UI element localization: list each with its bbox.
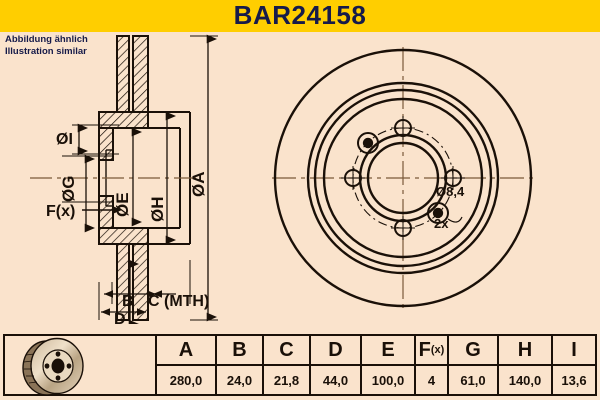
bolt-hole [441,166,465,190]
extractor-hole [357,132,379,154]
extractor-holes: Ø8,4 2x [357,132,465,231]
callout-label-hole-count: 2x [434,216,449,231]
callout-label-fx: F(x) [46,203,75,220]
dimension-label-b: B [122,293,134,310]
dimension-label-c: C (MTH) [148,293,209,310]
table-header-fx: F(x) [416,336,447,366]
technical-drawing: ØI ØG ØE ØH [0,32,600,324]
table-column-fx: F(x) 4 [414,336,447,394]
brake-disc-photo [22,337,84,395]
extractor-hole [427,202,449,224]
table-column-c: C 21,8 [262,336,309,394]
table-header-fx-suffix: (x) [430,344,445,356]
page-title: BAR24158 [233,0,367,30]
table-header-g: G [449,336,497,366]
face-view: Ø8,4 2x [272,47,534,310]
dimension-d: D [98,282,149,324]
table-header-i: I [553,336,595,366]
table-value-d: 44,0 [322,372,349,388]
table-header-fx-letter: F [418,338,431,361]
dimension-dia-a: ØA [189,34,218,322]
dimension-label-d: D [114,311,126,324]
dimension-dia-h: ØH [148,111,177,245]
table-value-g: 61,0 [460,372,486,388]
dimension-c: C (MTH) [148,260,209,310]
dimension-label-dia-a: ØA [189,172,208,198]
bolt-hole [341,166,365,190]
table-column-b: B 24,0 [215,336,262,394]
section-profile-upper [98,35,149,161]
disc-outer-edge [273,48,533,308]
disc-photo-cell [5,336,155,395]
callout-fx: F(x) [46,203,122,220]
table-header-c: C [264,336,309,366]
illustration-similar-note: Abbildung ähnlich Illustration similar [5,34,88,58]
wheel-bolt-holes [341,116,465,240]
dimension-label-dia-g: ØG [59,176,78,202]
table-column-i: I 13,6 [551,336,595,394]
table-column-d: D 44,0 [309,336,360,394]
table-column-a: A 280,0 [155,336,215,394]
table-column-e: E 100,0 [360,336,414,394]
table-value-fx: 4 [427,372,436,388]
table-value-b: 24,0 [226,372,253,388]
dimension-dia-g: ØG [59,154,112,233]
table-header-e: E [362,336,414,366]
table-value-i: 13,6 [561,372,587,388]
dimension-dia-i: ØI [56,123,119,156]
specification-table: A 280,0 B 24,0 C 21,8 D 44,0 E 100,0 F(x… [3,334,597,396]
table-value-e: 100,0 [371,372,405,388]
dimension-label-dia-e: ØE [113,192,132,217]
note-line-english: Illustration similar [5,46,87,57]
table-header-h: H [499,336,551,366]
hat-outer-edge [313,88,493,268]
callout-label-hole-diameter: Ø8,4 [436,184,465,199]
bolt-hole [391,216,415,240]
table-value-a: 280,0 [169,372,203,388]
table-value-c: 21,8 [273,372,300,388]
note-line-german: Abbildung ähnlich [5,34,88,45]
table-header-a: A [157,336,215,366]
dimension-b: B [104,259,156,324]
table-column-h: H 140,0 [497,336,551,394]
table-value-h: 140,0 [508,372,542,388]
centre-bore-inner [366,141,440,215]
dimension-label-dia-i: ØI [56,131,73,148]
header-band [0,0,600,32]
table-header-b: B [217,336,262,366]
table-header-d: D [311,336,360,366]
hat-step-edge [322,97,484,259]
dimension-label-dia-h: ØH [148,197,167,223]
bolt-hole [391,116,415,140]
friction-ring-inner [306,81,500,275]
table-column-g: G 61,0 [447,336,497,394]
cross-section-view: ØI ØG ØE ØH [30,34,218,324]
